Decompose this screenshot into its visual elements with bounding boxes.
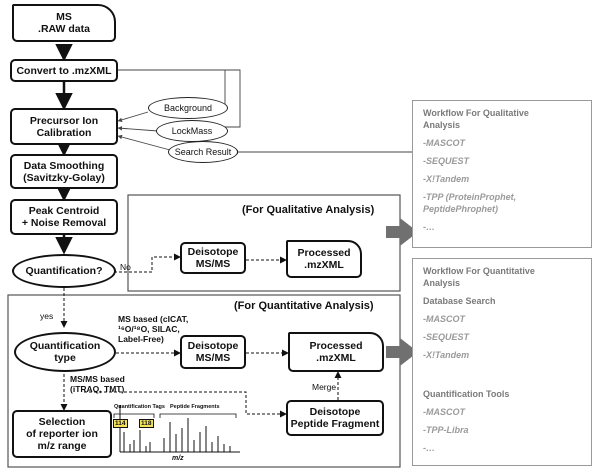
edge-msms-peptide (84, 391, 287, 418)
quant-tags-label: Quantification Tags (114, 404, 165, 410)
spectrum-peaks (123, 418, 231, 452)
msms-based-label: MS/MS based (iTRAQ, TMT) (70, 374, 125, 394)
db-item: -MASCOT (423, 314, 465, 324)
tool-item: -MASCOT (423, 407, 465, 417)
yes-label: yes (40, 311, 54, 321)
smoothing-label: Data Smoothing (Savitzky-Golay) (23, 159, 105, 184)
background-label: Background (163, 103, 213, 113)
qual-item: -SEQUEST (423, 156, 470, 166)
ms-raw-data-label: MS .RAW data (38, 11, 90, 35)
peptide-fragments-bracket (159, 413, 237, 418)
quant-panel (7, 294, 401, 468)
background-ellipse: Background (148, 97, 228, 119)
calibration-label: Precursor Ion Calibration (29, 114, 99, 139)
lockmass-ellipse: LockMass (156, 120, 228, 142)
deisotope-peptide-label: Deisotope Peptide Fragment (290, 406, 380, 430)
qual-item: -X!Tandem (423, 174, 470, 184)
deisotope-quant-node: Deisotope MS/MS (180, 335, 246, 369)
edge-convert-right (118, 69, 241, 130)
quant-type-label: Quantification type (29, 340, 101, 364)
quant-tools-heading: Quantification Tools (423, 389, 510, 399)
search-result-ellipse: Search Result (168, 141, 238, 163)
quant-workflow-panel: Workflow For Quantitative Analysis Datab… (412, 258, 592, 466)
peptide-fragments-label: Peptide Fragments (170, 404, 220, 410)
centroid-node: Peak Centroid + Noise Removal (10, 199, 118, 235)
deisotope-quant-label: Deisotope MS/MS (187, 340, 239, 364)
centroid-label: Peak Centroid + Noise Removal (21, 205, 107, 229)
tool-item: -TPP-Libra (423, 425, 469, 435)
qual-workflow-arrow (386, 218, 418, 246)
deisotope-qual-node: Deisotope MS/MS (180, 242, 246, 274)
calibration-node: Precursor Ion Calibration (10, 108, 118, 145)
edge-quant-no (114, 253, 181, 273)
processed-quant-node: Processed .mzXML (288, 332, 384, 372)
reporter-ion-label: Selection of reporter ion m/z range (26, 416, 98, 452)
qual-item: -TPP (ProteinProphet, PeptidePhrophet) (423, 192, 517, 214)
quant-workflow-arrow (386, 338, 418, 366)
edge-search-calib (117, 134, 171, 151)
db-item: -X!Tandem (423, 350, 470, 360)
quant-panel-title: (For Quantitative Analysis) (234, 300, 374, 312)
qual-item: -MASCOT (423, 138, 465, 148)
convert-node: Convert to .mzXML (10, 59, 118, 82)
edge-lockmass-calib (117, 126, 159, 132)
qual-workflow-panel: Workflow For Qualitative Analysis -MASCO… (412, 100, 592, 248)
ms-raw-data-node: MS .RAW data (12, 4, 116, 42)
db-item: -SEQUEST (423, 332, 470, 342)
lockmass-label: LockMass (171, 126, 213, 136)
no-label: No (120, 262, 131, 272)
ms-based-label: MS based (cICAT, ¹⁶O/¹⁸O, SILAC, Label-F… (118, 314, 189, 344)
smoothing-node: Data Smoothing (Savitzky-Golay) (10, 154, 118, 189)
deisotope-peptide-node: Deisotope Peptide Fragment (286, 400, 384, 436)
deisotope-qual-label: Deisotope MS/MS (187, 246, 239, 270)
quantification-label: Quantification? (25, 265, 103, 277)
spectrum-plot (113, 405, 240, 453)
tag-114: 114 (113, 419, 128, 428)
tool-item: -… (423, 443, 435, 453)
quant-type-node: Quantification type (14, 332, 116, 372)
qual-item: -… (423, 222, 435, 232)
edge-ellipses-calib (117, 111, 149, 122)
qual-panel-title: (For Qualitative Analysis) (242, 204, 375, 216)
quantification-decision: Quantification? (12, 254, 116, 288)
spectrum-axis-label: m/z (172, 455, 184, 462)
processed-qual-node: Processed .mzXML (286, 240, 362, 278)
reporter-ion-node: Selection of reporter ion m/z range (12, 410, 112, 458)
processed-quant-label: Processed .mzXML (309, 340, 363, 364)
merge-label: Merge (312, 382, 337, 392)
quant-tags-bracket (113, 413, 155, 418)
convert-label: Convert to .mzXML (16, 64, 112, 77)
qual-workflow-title: Workflow For Qualitative Analysis (423, 108, 529, 130)
processed-qual-label: Processed .mzXML (297, 247, 351, 271)
db-search-heading: Database Search (423, 296, 496, 306)
tag-118: 118 (139, 419, 154, 428)
search-result-label: Search Result (174, 147, 232, 157)
quant-workflow-title: Workflow For Quantitative Analysis (423, 266, 535, 288)
